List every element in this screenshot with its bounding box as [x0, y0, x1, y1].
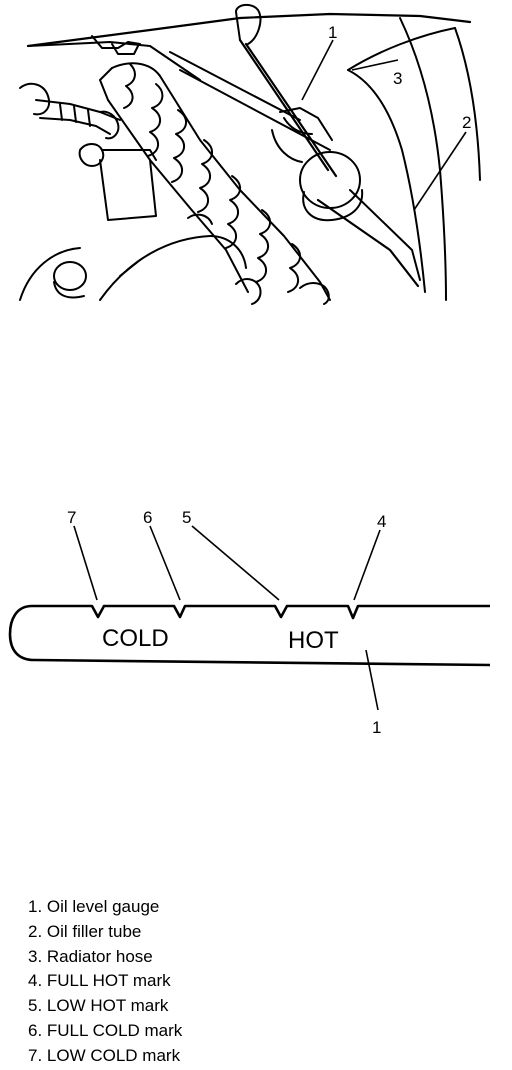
callout-2-top: 2: [462, 113, 471, 132]
callout-1-gauge: 1: [372, 718, 381, 737]
hot-label: HOT: [288, 627, 339, 654]
legend-item: 7. LOW COLD mark: [28, 1045, 181, 1065]
cold-label: COLD: [102, 625, 169, 652]
legend: 1. Oil level gauge 2. Oil filler tube 3.…: [28, 895, 182, 1069]
legend-item: 2. Oil filler tube: [28, 921, 142, 941]
oil-filler-tube: [316, 198, 420, 288]
top-callout-leaders: [301, 39, 467, 211]
callout-4: 4: [377, 512, 386, 531]
callout-3-top: 3: [393, 69, 402, 88]
dipstick-gauge: [8, 604, 491, 667]
callout-6: 6: [143, 508, 152, 527]
gauge-callouts: 7 6 5 4 1: [67, 508, 386, 737]
gauge-callout-leaders: [73, 525, 381, 711]
legend-item: 5. LOW HOT mark: [28, 996, 169, 1016]
dipstick-labels: COLD HOT: [102, 625, 339, 654]
legend-item: 4. FULL HOT mark: [28, 971, 171, 991]
callout-7: 7: [67, 508, 76, 527]
top-callouts: 1 2 3: [328, 23, 471, 132]
legend-item: 6. FULL COLD mark: [28, 1020, 183, 1040]
dipstick-top-edge: [8, 604, 491, 667]
legend-item: 3. Radiator hose: [28, 946, 153, 966]
engine-compartment-illustration: [19, 4, 481, 305]
radiator-hose: [347, 27, 456, 71]
oil-level-gauge-handle: [235, 4, 262, 45]
callout-1-top: 1: [328, 23, 337, 42]
legend-item: 1. Oil level gauge: [28, 897, 160, 916]
callout-5: 5: [182, 508, 191, 527]
